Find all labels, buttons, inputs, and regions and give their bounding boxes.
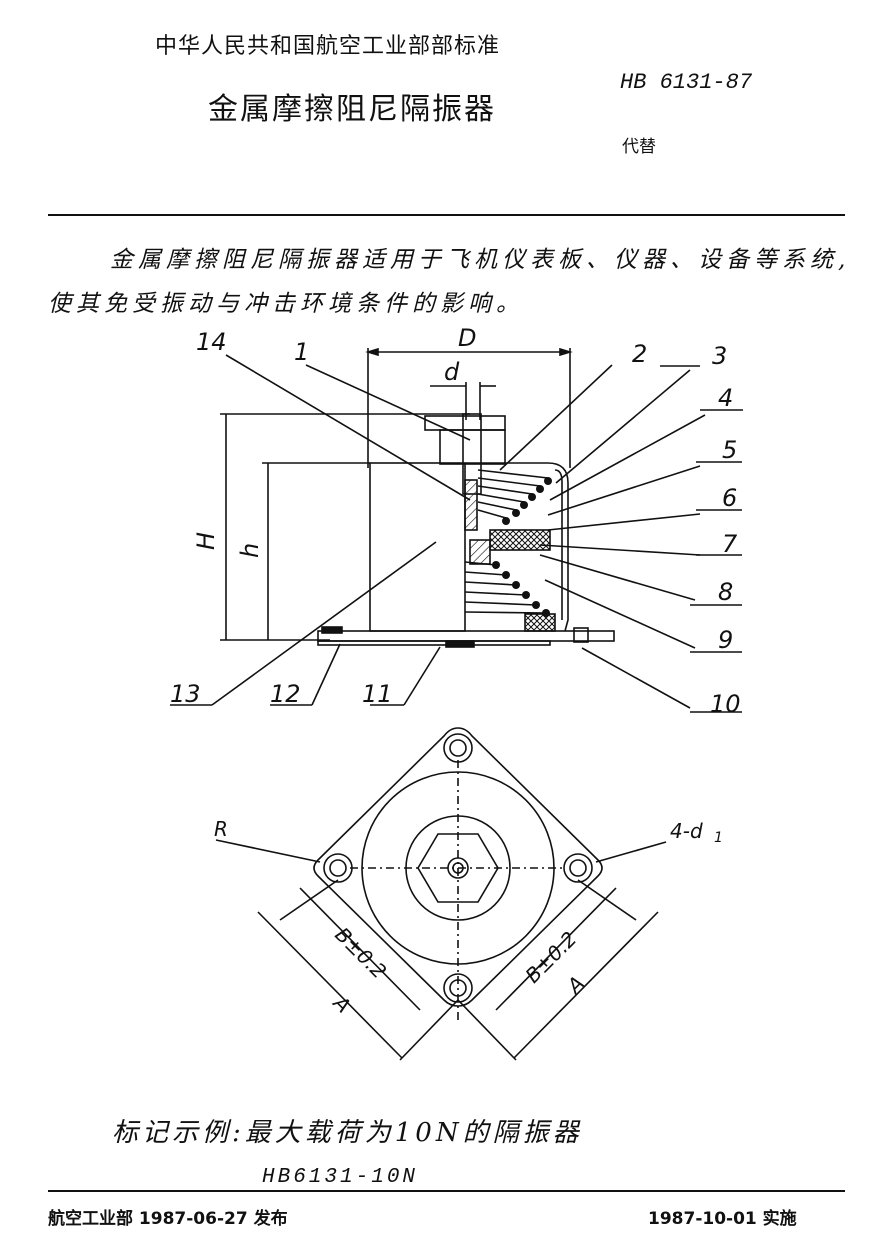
part-label-5: 5: [722, 436, 737, 464]
plan-view: [215, 727, 667, 1061]
plan-A-label-right: A: [561, 971, 589, 999]
plan-B-label-left: B±0.2: [330, 922, 391, 983]
part-label-3: 3: [712, 342, 727, 370]
part-label-10: 10: [710, 690, 741, 718]
part-label-2: 2: [632, 340, 647, 368]
ministry-header: 中华人民共和国航空工业部部标准: [155, 34, 501, 59]
implementation-date: 1987-10-01 实施: [648, 1209, 797, 1229]
footer-divider: [48, 1190, 845, 1192]
standard-title: 金属摩擦阻尼隔振器: [208, 92, 496, 127]
technical-drawing: D d H h 14 1 2 3 4 5 6 7 8 9 10 11 12 13: [170, 324, 743, 1061]
part-label-7: 7: [722, 530, 738, 558]
section-view: [170, 347, 743, 713]
part-label-1: 1: [294, 338, 309, 366]
part-label-11: 11: [362, 680, 393, 708]
part-label-14: 14: [196, 328, 227, 356]
scope-paragraph-line-1: 金属摩擦阻尼隔振器适用于飞机仪表板、仪器、设备等系统,: [110, 247, 851, 273]
plan-holes-label: 4-d: [670, 819, 703, 843]
part-label-12: 12: [270, 680, 301, 708]
section-labels: D d H h 14 1 2 3 4 5 6 7 8 9 10 11 12 13: [170, 324, 741, 718]
dim-D-label: D: [458, 324, 476, 352]
part-label-6: 6: [722, 484, 737, 512]
issued-date: 航空工业部 1987-06-27 发布: [48, 1209, 288, 1229]
part-label-13: 13: [170, 680, 201, 708]
header-divider: [48, 214, 845, 216]
plan-A-label-left: A: [327, 989, 355, 1017]
part-label-9: 9: [718, 626, 733, 654]
part-label-8: 8: [718, 578, 733, 606]
plan-R-label: R: [214, 817, 228, 841]
replaces-note: 代替: [622, 137, 656, 157]
dim-d-label: d: [444, 358, 460, 386]
scope-paragraph-line-2: 使其免受振动与冲击环境条件的影响。: [48, 291, 524, 317]
standard-code: HB 6131-87: [620, 70, 753, 95]
marking-example: 标记示例:最大载荷为10N的隔振器: [112, 1118, 583, 1148]
marking-designation: HB6131-10N: [262, 1166, 419, 1189]
part-label-4: 4: [718, 384, 733, 412]
plan-holes-subscript: 1: [714, 830, 723, 846]
dim-H-label: H: [192, 532, 220, 550]
dim-h-label: h: [236, 543, 264, 558]
